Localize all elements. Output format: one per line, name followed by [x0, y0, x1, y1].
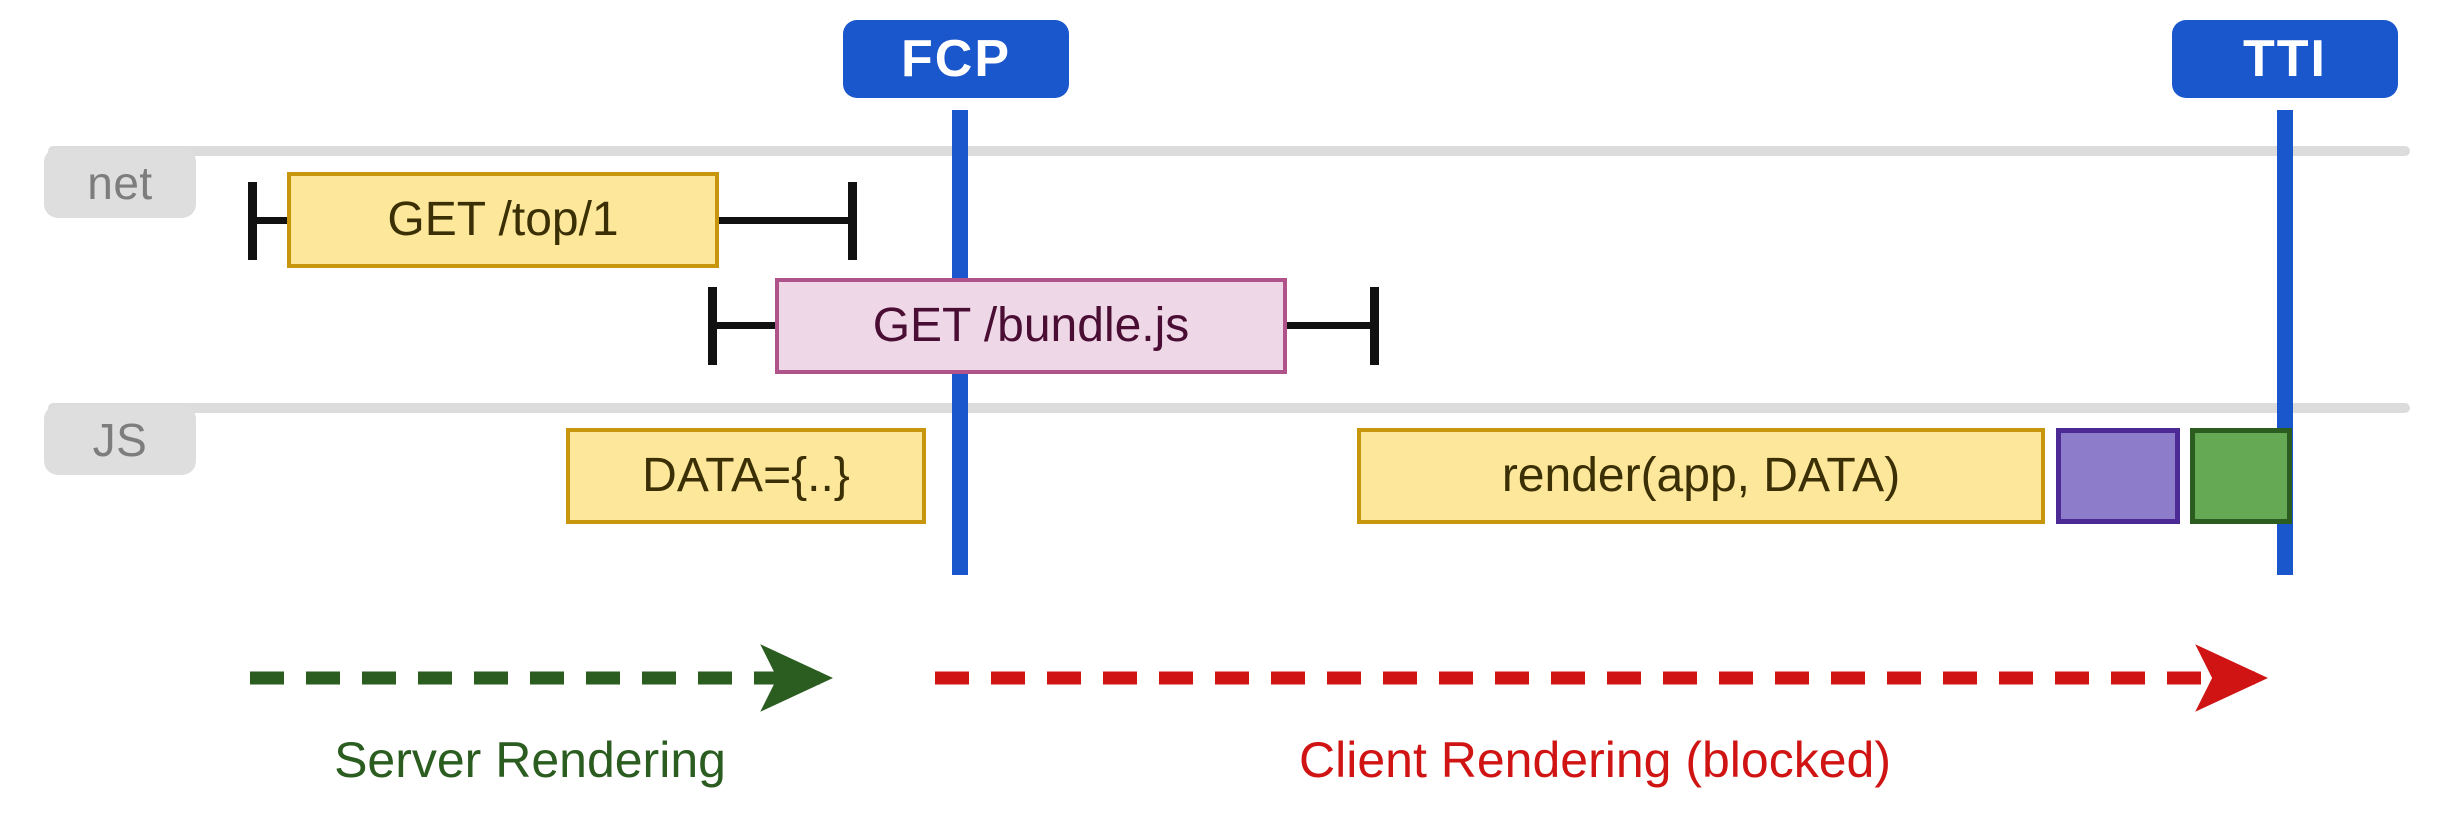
get-bundle-whisker-line-end: [1278, 322, 1375, 329]
fcp-marker-badge: FCP: [843, 20, 1069, 98]
lane-label-js: JS: [44, 405, 196, 475]
fcp-marker-label: FCP: [901, 30, 1011, 88]
lane-rule-net: [48, 146, 2410, 156]
task-bar-get-bundle-label: GET /bundle.js: [872, 299, 1190, 352]
lane-label-net: net: [44, 148, 196, 218]
task-bar-data-assign-label: DATA={..}: [642, 449, 850, 502]
phase-label-client-text: Client Rendering (blocked): [1299, 732, 1891, 788]
task-bar-purple-task[interactable]: [2056, 428, 2180, 524]
task-bar-render-call[interactable]: render(app, DATA): [1357, 428, 2045, 524]
task-bar-get-bundle[interactable]: GET /bundle.js: [775, 278, 1287, 374]
phase-label-server: Server Rendering: [150, 735, 910, 785]
get-top-whisker-line-end: [710, 217, 853, 224]
get-bundle-whisker-line-start: [708, 322, 786, 329]
tti-marker-label: TTI: [2243, 30, 2327, 88]
task-bar-get-top[interactable]: GET /top/1: [287, 172, 719, 268]
task-bar-render-call-label: render(app, DATA): [1501, 449, 1901, 502]
task-bar-get-top-label: GET /top/1: [387, 193, 619, 246]
phase-label-client: Client Rendering (blocked): [855, 735, 2335, 785]
get-top-whisker-line-start: [248, 217, 296, 224]
task-bar-data-assign[interactable]: DATA={..}: [566, 428, 926, 524]
lane-label-js-text: JS: [92, 414, 148, 466]
lane-label-net-text: net: [87, 157, 153, 209]
lane-rule-js: [48, 403, 2410, 413]
phase-label-server-text: Server Rendering: [334, 732, 726, 788]
tti-marker-badge: TTI: [2172, 20, 2398, 98]
task-bar-green-task[interactable]: [2190, 428, 2292, 524]
